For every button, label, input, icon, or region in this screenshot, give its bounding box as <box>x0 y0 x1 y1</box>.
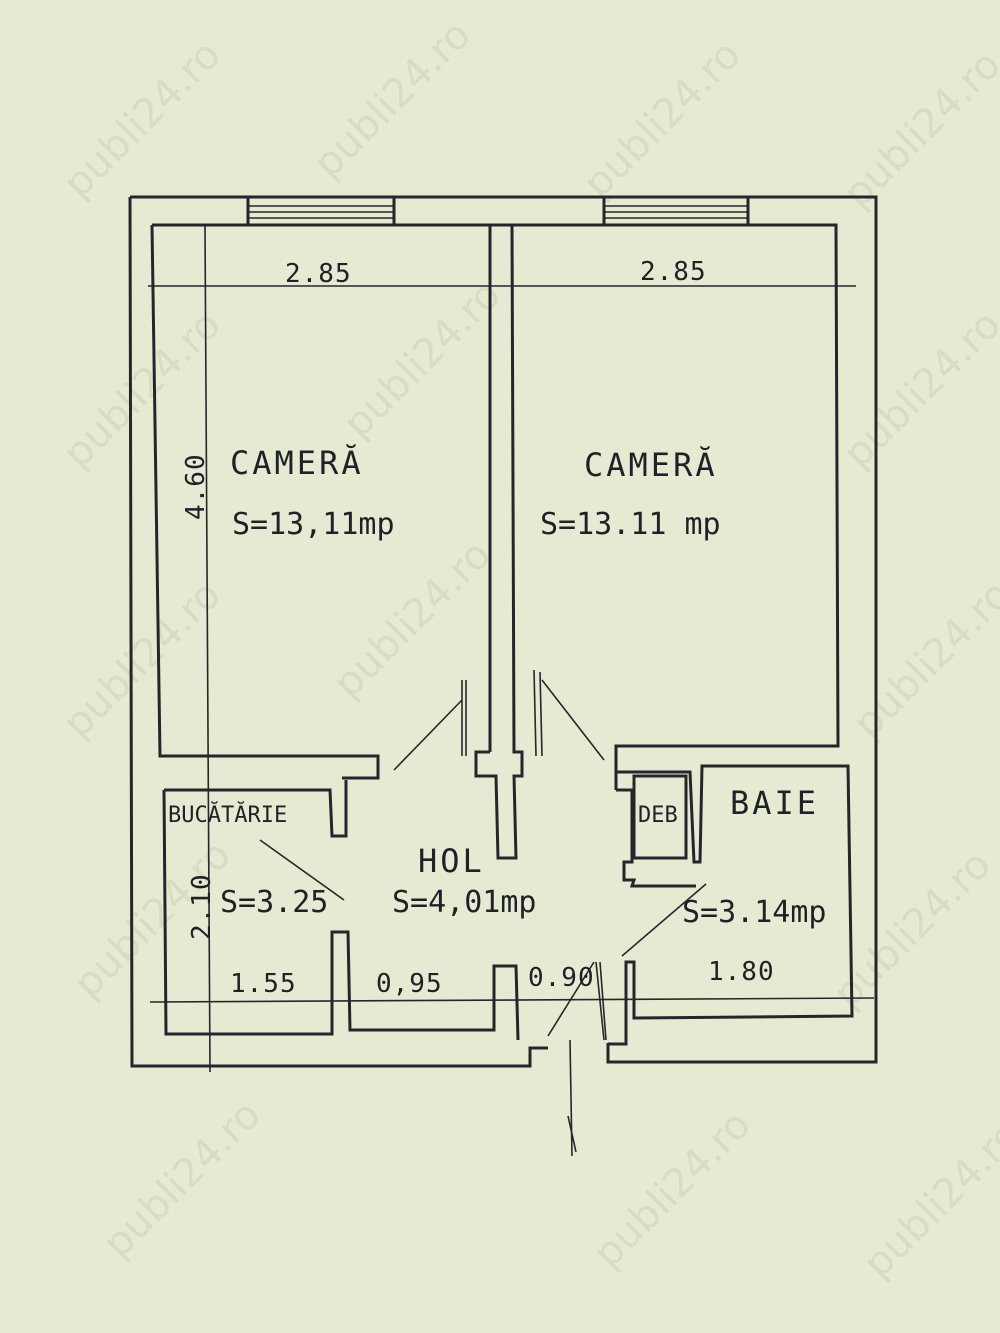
door-kitchen-swing <box>259 839 345 901</box>
room-hol-area: S=4,01mp <box>392 885 537 920</box>
watermark-2: publi24.ro <box>305 12 480 187</box>
dim-line-bottom <box>149 997 875 1003</box>
dim-top-left: 2.85 <box>285 259 352 289</box>
room-baie-area: S=3.14mp <box>682 895 827 930</box>
watermark-3: publi24.ro <box>575 32 750 207</box>
room-bucatarie-name: BUCĂTĂRIE <box>168 802 287 828</box>
room-bucatarie-area: S=3.25 <box>220 885 328 920</box>
window-right <box>602 195 750 227</box>
watermark-8: publi24.ro <box>55 572 230 747</box>
watermark-group: publi24.ro publi24.ro publi24.ro publi24… <box>55 12 1000 1287</box>
watermark-4: publi24.ro <box>835 42 1000 217</box>
dim-left-height: 4.60 <box>181 453 211 520</box>
door-right-swing <box>541 679 605 761</box>
door-entry-leaf <box>595 961 605 1041</box>
dim-top-right: 2.85 <box>640 257 707 287</box>
watermark-5: publi24.ro <box>55 302 230 477</box>
watermark-15: publi24.ro <box>855 1112 1000 1287</box>
room-camera-left-name: CAMERĂ <box>230 444 364 482</box>
room-camera-right-name: CAMERĂ <box>584 446 718 484</box>
watermark-7: publi24.ro <box>835 302 1000 477</box>
watermark-10: publi24.ro <box>845 572 1000 747</box>
watermark-13: publi24.ro <box>95 1092 270 1267</box>
watermark-1: publi24.ro <box>55 32 230 207</box>
outer-wall <box>128 195 878 1068</box>
window-left <box>246 195 396 227</box>
room-baie-outline <box>608 764 854 1046</box>
dim-bottom-2: 0,95 <box>376 969 443 999</box>
watermark-9: publi24.ro <box>325 532 500 707</box>
entry-arrow <box>567 1039 577 1157</box>
door-right-leaf <box>533 669 537 757</box>
dim-bottom-3: 0.90 <box>528 963 595 993</box>
watermark-14: publi24.ro <box>585 1102 760 1277</box>
deb-box <box>632 774 688 860</box>
door-left-swing <box>393 699 463 771</box>
watermark-6: publi24.ro <box>335 272 510 447</box>
room-hol-name: HOL <box>418 842 485 880</box>
door-swings <box>259 669 707 1041</box>
dim-bottom-1: 1.55 <box>230 969 297 999</box>
room-bucatarie-outline <box>162 780 520 1041</box>
room-camera-left-area: S=13,11mp <box>232 507 395 542</box>
room-camera-right-outline <box>512 223 840 790</box>
dim-line-left <box>204 225 211 1073</box>
room-camera-right-area: S=13.11 mp <box>540 507 721 542</box>
room-baie-name: BAIE <box>730 784 819 822</box>
door-bath-swing <box>621 883 707 957</box>
dim-bottom-left-height: 2.10 <box>187 873 217 940</box>
room-deb-name: DEB <box>638 803 678 828</box>
dim-bottom-4: 1.80 <box>708 957 775 987</box>
